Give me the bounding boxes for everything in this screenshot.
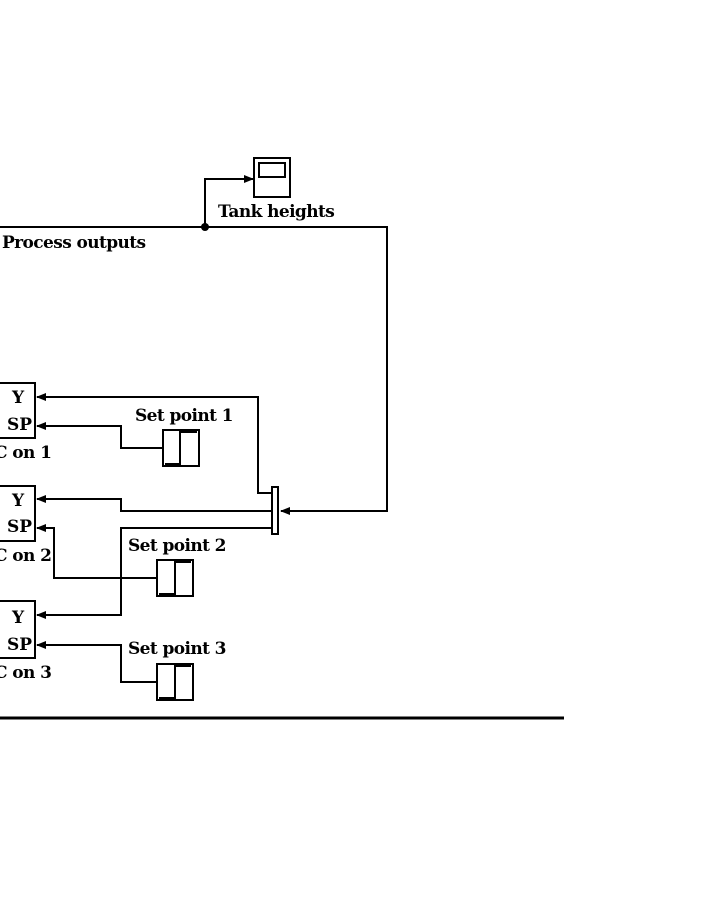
setpoint-2-label: Set point 2: [128, 536, 226, 556]
controller-block-3[interactable]: [0, 600, 36, 659]
setpoint-block-3[interactable]: [156, 663, 194, 701]
scope-label: Tank heights: [218, 202, 334, 222]
controller-3-port-y: Y: [11, 608, 25, 628]
branch-point: [201, 223, 209, 231]
setpoint-2-wire[interactable]: [36, 524, 157, 579]
controller-1-label: C on 1: [0, 443, 51, 463]
controller-2-label: C on 2: [0, 546, 51, 566]
scope-branch-wire[interactable]: [204, 175, 254, 227]
setpoint-block-1[interactable]: [162, 429, 200, 467]
step-icon: [159, 665, 191, 699]
controller-3-port-sp: SP: [7, 635, 32, 655]
step-icon: [165, 431, 197, 465]
setpoint-3-wire[interactable]: [36, 641, 157, 683]
setpoint-1-wire[interactable]: [36, 422, 163, 449]
setpoint-1-label: Set point 1: [135, 406, 233, 426]
scope-screen: [258, 162, 286, 178]
controller-3-label: C on 3: [0, 663, 51, 683]
controller-1-port-y: Y: [11, 388, 25, 408]
controller-1-port-sp: SP: [7, 415, 32, 435]
demux-out-3-wire[interactable]: [36, 527, 272, 619]
controller-block-2[interactable]: [0, 485, 36, 542]
process-outputs-label: Process outputs: [2, 233, 146, 253]
process-outputs-wire[interactable]: [0, 226, 388, 515]
scope-block-tank-heights[interactable]: [253, 157, 291, 198]
controller-2-port-y: Y: [11, 491, 25, 511]
controller-block-1[interactable]: [0, 382, 36, 439]
controller-2-port-sp: SP: [7, 517, 32, 537]
demux-out-2-wire[interactable]: [36, 495, 272, 512]
demux-block[interactable]: [271, 486, 279, 535]
demux-out-1-wire[interactable]: [36, 393, 272, 494]
setpoint-block-2[interactable]: [156, 559, 194, 597]
setpoint-3-label: Set point 3: [128, 639, 226, 659]
step-icon: [159, 561, 191, 595]
